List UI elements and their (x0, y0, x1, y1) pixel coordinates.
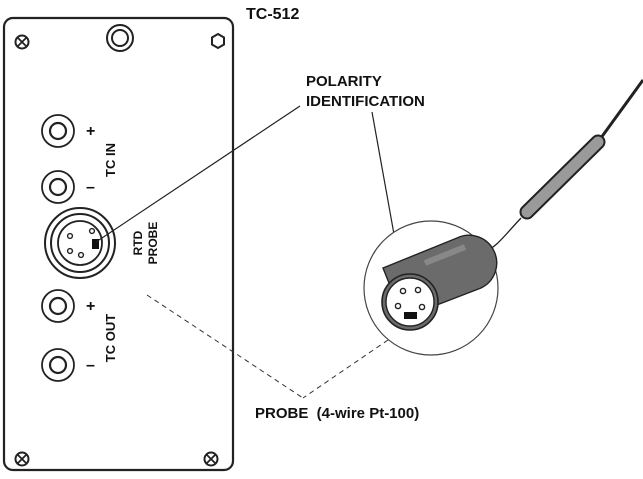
rtd-probe-socket (44, 207, 116, 279)
tc-out-minus-jack (41, 348, 75, 382)
tc-in-label: TC IN (103, 143, 118, 177)
panel-title: TC-512 (246, 6, 299, 23)
probe-sheath (519, 134, 606, 220)
screw-bottom-right (203, 451, 219, 467)
tc-out-plus-jack (41, 289, 75, 323)
rtd-label: RTD (131, 230, 145, 255)
socket-polarity-key (92, 239, 99, 249)
tc-in-minus-jack (41, 170, 75, 204)
probe-caption: PROBE (4-wire Pt-100) (255, 405, 419, 422)
tc-out-minus-sign: – (86, 357, 95, 374)
probe-connector (381, 234, 498, 331)
tc-in-minus-sign: – (86, 179, 95, 196)
probe-polarity-key (404, 312, 417, 319)
screw-bottom-left (14, 451, 30, 467)
polarity-label-line1: POLARITY (306, 73, 382, 90)
probe-cable (596, 79, 643, 143)
polarity-label-line2: IDENTIFICATION (306, 93, 425, 110)
tc-in-plus-jack (41, 114, 75, 148)
probe-dashed-leader-left (146, 294, 304, 399)
tc512-panel (2, 16, 235, 472)
tc-out-label: TC OUT (103, 314, 118, 362)
probe-label: PROBE (146, 222, 160, 265)
tc-out-plus-sign: + (86, 298, 95, 315)
probe-dashed-leader-right (302, 339, 389, 399)
polarity-leader-socket (95, 105, 301, 243)
screw-top-left (14, 34, 30, 50)
top-knob (106, 24, 134, 52)
hex-nut (211, 32, 225, 50)
tc-in-plus-sign: + (86, 123, 95, 140)
